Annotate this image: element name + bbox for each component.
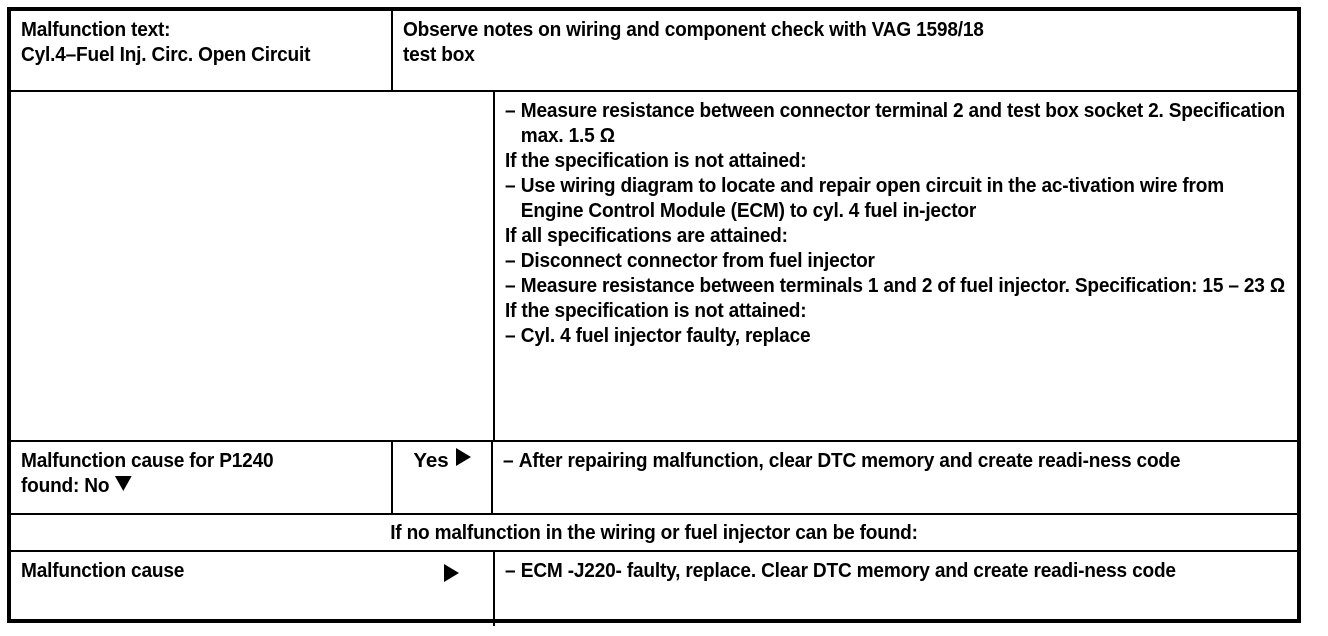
table-row-no-malfunction-note: If no malfunction in the wiring or fuel … xyxy=(11,515,1297,552)
cell-final-cause-action: – ECM -J220- faulty, replace. Clear DTC … xyxy=(493,552,1297,626)
cell-p1240-question: Malfunction cause for P1240 found: No xyxy=(11,442,391,513)
p1240-answer-no-label: found: No xyxy=(21,474,110,497)
final-cause-action-list: – ECM -J220- faulty, replace. Clear DTC … xyxy=(505,558,1289,583)
procedure-condition-text: If the specification is not attained: xyxy=(505,149,807,172)
list-item: If the specification is not attained: xyxy=(505,148,1289,173)
triangle-down-icon xyxy=(114,476,132,491)
list-item: If the specification is not attained: xyxy=(505,298,1289,323)
final-cause-label: Malfunction cause xyxy=(21,559,185,582)
procedure-step-text: Disconnect connector from fuel injector xyxy=(520,249,875,272)
malfunction-text-label: Malfunction text: xyxy=(21,18,171,41)
list-item: If all specifications are attained: xyxy=(505,223,1289,248)
list-item: – Measure resistance between connector t… xyxy=(505,98,1289,148)
cell-no-malfunction-note: If no malfunction in the wiring or fuel … xyxy=(11,515,1297,550)
p1240-action-text: After repairing malfunction, clear DTC m… xyxy=(518,449,1181,472)
dash-marker: – xyxy=(505,99,516,122)
procedure-step-list: – Measure resistance between connector t… xyxy=(505,98,1289,348)
list-item: – ECM -J220- faulty, replace. Clear DTC … xyxy=(505,558,1289,583)
p1240-question-line-1: Malfunction cause for P1240 xyxy=(21,449,274,472)
list-item: – After repairing malfunction, clear DTC… xyxy=(503,448,1289,473)
dash-marker: – xyxy=(503,449,514,472)
procedure-condition-text: If all specifications are attained: xyxy=(505,224,788,247)
list-item: – Measure resistance between terminals 1… xyxy=(505,273,1289,298)
cell-p1240-yes-branch: Yes xyxy=(391,442,491,513)
observe-note-line-2: test box xyxy=(403,43,475,66)
observe-note-line-1: Observe notes on wiring and component ch… xyxy=(403,18,984,41)
dash-marker: – xyxy=(505,559,516,582)
triangle-right-icon xyxy=(455,448,471,466)
dash-marker: – xyxy=(505,324,516,347)
table-row-header: Malfunction text: Cyl.4–Fuel Inj. Circ. … xyxy=(11,11,1297,92)
cell-procedure-steps: – Measure resistance between connector t… xyxy=(493,92,1297,440)
procedure-step-text: Measure resistance between terminals 1 a… xyxy=(520,274,1285,297)
dash-marker: – xyxy=(505,274,516,297)
table-row-final-cause: Malfunction cause – ECM -J220- faulty, r… xyxy=(11,552,1297,626)
cell-procedure-empty xyxy=(11,92,493,440)
cell-malfunction-text: Malfunction text: Cyl.4–Fuel Inj. Circ. … xyxy=(11,11,391,90)
p1240-answer-yes-label: Yes xyxy=(413,449,449,472)
list-item: – Use wiring diagram to locate and repai… xyxy=(505,173,1289,223)
cell-final-cause-label: Malfunction cause xyxy=(11,552,493,626)
table-row-procedure: – Measure resistance between connector t… xyxy=(11,92,1297,442)
list-item: – Cyl. 4 fuel injector faulty, replace xyxy=(505,323,1289,348)
cell-p1240-action: – After repairing malfunction, clear DTC… xyxy=(491,442,1297,513)
p1240-action-list: – After repairing malfunction, clear DTC… xyxy=(503,448,1289,473)
no-malfunction-note-text: If no malfunction in the wiring or fuel … xyxy=(390,521,918,544)
list-item: – Disconnect connector from fuel injecto… xyxy=(505,248,1289,273)
procedure-step-text: Cyl. 4 fuel injector faulty, replace xyxy=(520,324,811,347)
procedure-step-text: Use wiring diagram to locate and repair … xyxy=(520,174,1225,222)
malfunction-text-value: Cyl.4–Fuel Inj. Circ. Open Circuit xyxy=(21,43,311,66)
triangle-right-icon xyxy=(444,564,459,582)
cell-observe-note: Observe notes on wiring and component ch… xyxy=(391,11,1297,90)
p1240-question-line-2: found: No xyxy=(21,473,383,498)
procedure-step-text: Measure resistance between connector ter… xyxy=(520,99,1286,147)
dash-marker: – xyxy=(505,174,516,197)
diagnostic-table: Malfunction text: Cyl.4–Fuel Inj. Circ. … xyxy=(7,7,1301,626)
table-row-p1240-decision: Malfunction cause for P1240 found: No Ye… xyxy=(11,442,1297,515)
dash-marker: – xyxy=(505,249,516,272)
final-cause-action-text: ECM -J220- faulty, replace. Clear DTC me… xyxy=(520,559,1176,582)
procedure-condition-text: If the specification is not attained: xyxy=(505,299,807,322)
